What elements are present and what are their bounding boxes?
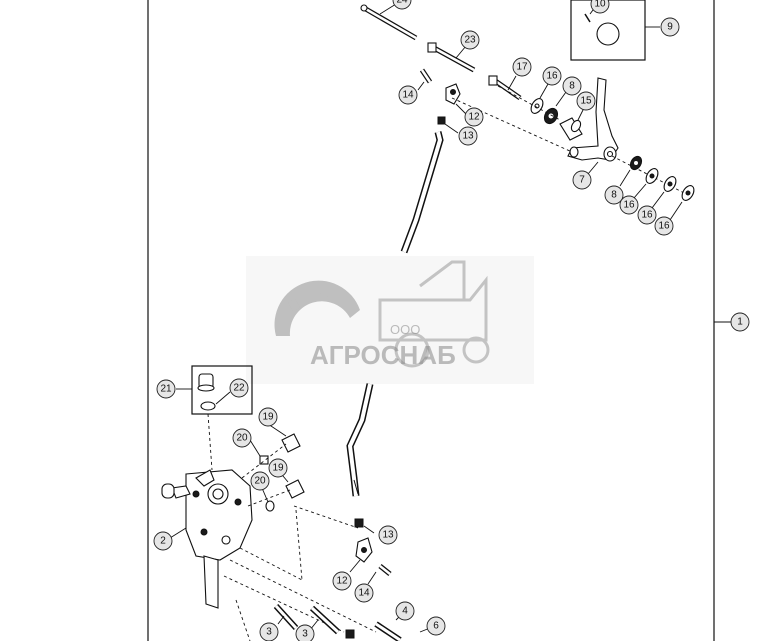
part-16-washer-top bbox=[530, 83, 549, 114]
svg-text:16: 16 bbox=[641, 210, 653, 221]
svg-text:17: 17 bbox=[516, 62, 528, 73]
callout-24: 24 bbox=[392, 0, 412, 10]
callout-17: 17 bbox=[512, 57, 532, 77]
watermark-prefix: ООО bbox=[390, 322, 420, 337]
svg-text:2: 2 bbox=[160, 536, 166, 547]
part-24-pin bbox=[360, 3, 418, 41]
callout-19-bottom: 19 bbox=[268, 458, 288, 478]
callout-8-top: 8 bbox=[562, 76, 582, 96]
part-23-bolt bbox=[427, 42, 476, 73]
callout-12-top: 12 bbox=[464, 107, 484, 127]
callout-16-b: 16 bbox=[637, 205, 657, 225]
callout-14-bottom: 14 bbox=[354, 583, 374, 603]
svg-text:15: 15 bbox=[580, 96, 592, 107]
svg-text:21: 21 bbox=[160, 384, 172, 395]
svg-text:3: 3 bbox=[266, 627, 272, 638]
callout-7: 7 bbox=[572, 170, 592, 190]
part-13-nut-top bbox=[437, 116, 459, 134]
watermark-company-name: АГРОСНАБ bbox=[310, 340, 456, 370]
svg-text:20: 20 bbox=[236, 433, 248, 444]
callout-16-a: 16 bbox=[619, 195, 639, 215]
callout-19-top: 19 bbox=[258, 407, 278, 427]
callout-16-c: 16 bbox=[654, 216, 674, 236]
svg-text:9: 9 bbox=[667, 22, 673, 33]
pins-3-4 bbox=[273, 603, 431, 641]
callout-4: 4 bbox=[395, 601, 415, 621]
callout-3-left: 3 bbox=[259, 622, 279, 641]
callout-14-top: 14 bbox=[398, 85, 418, 105]
callout-20-bottom: 20 bbox=[250, 471, 270, 491]
svg-text:19: 19 bbox=[262, 412, 274, 423]
svg-text:19: 19 bbox=[272, 463, 284, 474]
svg-text:16: 16 bbox=[623, 200, 635, 211]
callout-3-right: 3 bbox=[295, 624, 315, 641]
svg-text:13: 13 bbox=[382, 530, 394, 541]
callout-1: 1 bbox=[730, 312, 750, 332]
svg-text:16: 16 bbox=[546, 71, 558, 82]
control-rod-upper bbox=[400, 131, 444, 254]
svg-text:8: 8 bbox=[569, 81, 575, 92]
part-17-bolt bbox=[488, 75, 522, 101]
callout-20-top: 20 bbox=[232, 428, 252, 448]
svg-text:3: 3 bbox=[302, 629, 308, 640]
part-12-clevis-bottom bbox=[349, 537, 373, 573]
callout-16-top: 16 bbox=[542, 66, 562, 86]
svg-text:12: 12 bbox=[468, 112, 480, 123]
svg-text:8: 8 bbox=[611, 190, 617, 201]
fittings-19-20 bbox=[241, 423, 305, 512]
callout-8-right: 8 bbox=[604, 185, 624, 205]
part-16-washer-a bbox=[633, 168, 659, 199]
svg-text:20: 20 bbox=[254, 476, 266, 487]
callout-10: 10 bbox=[590, 0, 610, 14]
svg-text:22: 22 bbox=[233, 383, 245, 394]
svg-text:14: 14 bbox=[402, 90, 414, 101]
callout-12-bottom: 12 bbox=[332, 571, 352, 591]
svg-text:23: 23 bbox=[464, 35, 476, 46]
part-2-valve-body bbox=[161, 469, 253, 609]
svg-text:13: 13 bbox=[462, 131, 474, 142]
callout-15: 15 bbox=[576, 91, 596, 111]
callout-13-bottom: 13 bbox=[378, 525, 398, 545]
part-7-lever bbox=[567, 77, 619, 175]
callout-13-top: 13 bbox=[458, 126, 478, 146]
svg-text:7: 7 bbox=[579, 175, 585, 186]
part-8-nut-right bbox=[619, 155, 643, 187]
assembly-frame bbox=[147, 0, 732, 641]
callout-6: 6 bbox=[426, 616, 446, 636]
part-13-nut-bottom bbox=[354, 518, 375, 534]
svg-text:14: 14 bbox=[358, 588, 370, 599]
svg-text:24: 24 bbox=[396, 0, 408, 6]
part-14-pin-top bbox=[417, 68, 433, 91]
watermark-logo: ООО АГРОСНАБ bbox=[246, 256, 534, 384]
svg-text:6: 6 bbox=[433, 621, 439, 632]
part-16-washer-c bbox=[669, 185, 695, 221]
callout-9: 9 bbox=[660, 17, 680, 37]
part-16-washer-b bbox=[651, 176, 677, 209]
part-21-22-box bbox=[176, 365, 253, 471]
part-14-pin-bottom bbox=[367, 564, 392, 585]
part-8-nut-top bbox=[543, 91, 567, 125]
svg-text:10: 10 bbox=[594, 0, 606, 10]
control-rod-lower bbox=[346, 383, 374, 497]
part-12-clevis-top bbox=[445, 83, 467, 115]
callout-21: 21 bbox=[156, 379, 176, 399]
knob-assembly-box bbox=[570, 0, 660, 61]
callout-22: 22 bbox=[229, 378, 249, 398]
svg-text:4: 4 bbox=[402, 606, 408, 617]
svg-text:1: 1 bbox=[737, 317, 743, 328]
svg-text:12: 12 bbox=[336, 576, 348, 587]
callout-23: 23 bbox=[460, 30, 480, 50]
callout-2: 2 bbox=[153, 531, 173, 551]
part-15-bushing bbox=[559, 107, 585, 141]
svg-text:16: 16 bbox=[658, 221, 670, 232]
